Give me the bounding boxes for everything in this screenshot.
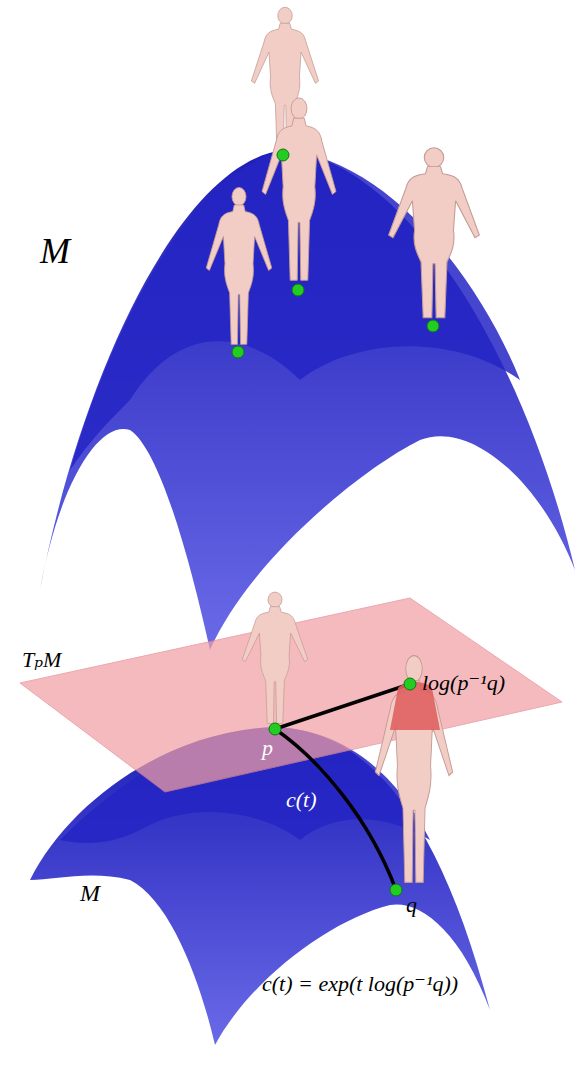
point-label: q — [406, 893, 417, 917]
sample-points — [232, 149, 439, 358]
manifold-label: M — [40, 232, 70, 272]
human-figures — [242, 592, 452, 882]
log-map-label: log(p⁻¹q) — [422, 671, 505, 695]
tangent-space-label: TₚM — [22, 648, 61, 672]
curve-label: c(t) — [286, 788, 317, 812]
sample-points — [269, 678, 416, 896]
point-label: p — [262, 736, 273, 760]
human-figures — [206, 7, 479, 344]
formula-label: c(t) = exp(t log(p⁻¹q)) — [262, 972, 458, 996]
manifold-label: M — [80, 880, 100, 906]
geodesic-curve — [275, 729, 396, 890]
